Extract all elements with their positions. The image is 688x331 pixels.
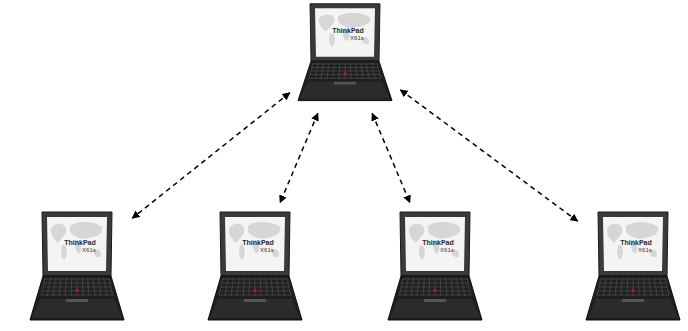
screen-logo: ThinkPadX61s <box>242 239 274 254</box>
trackpoint <box>343 72 346 75</box>
model-name: X61s <box>332 35 364 42</box>
keyboard <box>219 278 291 296</box>
laptop-base <box>586 276 680 320</box>
model-name: X61s <box>64 247 96 254</box>
palm-rest <box>300 82 390 99</box>
laptop-screen <box>315 8 375 56</box>
laptop-lid <box>42 212 112 276</box>
screen-logo: ThinkPadX61s <box>422 239 454 254</box>
laptop-screen <box>225 217 285 271</box>
laptop-lid <box>598 212 668 276</box>
brand-name: ThinkPad <box>242 239 274 247</box>
laptop-base <box>388 276 482 320</box>
palm-rest <box>390 299 480 318</box>
model-name: X61s <box>620 247 652 254</box>
screen-logo: ThinkPadX61s <box>332 27 364 42</box>
laptop-lid <box>310 4 380 61</box>
dashed-arrow <box>400 90 577 221</box>
trackpoint <box>253 288 256 291</box>
laptop-screen <box>603 217 663 271</box>
laptop-illustration <box>28 210 126 326</box>
brand-name: ThinkPad <box>64 239 96 247</box>
screen-map <box>319 13 370 46</box>
palm-rest <box>588 299 678 318</box>
screen-logo: ThinkPadX61s <box>64 239 96 254</box>
trackpoint <box>433 288 436 291</box>
laptop-node: ThinkPadX61s <box>386 210 484 326</box>
palm-rest <box>210 299 300 318</box>
laptop-illustration <box>206 210 304 326</box>
brand-name: ThinkPad <box>332 27 364 35</box>
palm-rest <box>32 299 122 318</box>
screen-map <box>409 222 460 259</box>
mouse-buttons <box>66 299 88 302</box>
laptop-node: ThinkPadX61s <box>206 210 304 326</box>
brand-name: ThinkPad <box>422 239 454 247</box>
dashed-arrow <box>280 113 318 202</box>
laptop-base <box>298 61 392 100</box>
model-name: X61s <box>422 247 454 254</box>
keyboard <box>309 63 381 79</box>
laptop-lid <box>400 212 470 276</box>
laptop-base <box>30 276 124 320</box>
laptop-node: ThinkPadX61s <box>584 210 682 326</box>
mouse-buttons <box>334 82 356 85</box>
mouse-buttons <box>424 299 446 302</box>
laptop-node: ThinkPadX61s <box>296 2 394 106</box>
mouse-buttons <box>244 299 266 302</box>
laptop-lid <box>220 212 290 276</box>
trackpoint <box>631 288 634 291</box>
screen-map <box>229 222 280 259</box>
laptop-illustration <box>296 2 394 106</box>
model-name: X61s <box>242 247 274 254</box>
screen-logo: ThinkPadX61s <box>620 239 652 254</box>
laptop-screen <box>47 217 107 271</box>
laptop-node: ThinkPadX61s <box>28 210 126 326</box>
keyboard <box>399 278 471 296</box>
laptop-screen <box>405 217 465 271</box>
screen-map <box>51 222 102 259</box>
keyboard <box>597 278 669 296</box>
brand-name: ThinkPad <box>620 239 652 247</box>
dashed-arrow <box>132 93 289 218</box>
dashed-arrow <box>372 113 410 202</box>
trackpoint <box>75 288 78 291</box>
mouse-buttons <box>622 299 644 302</box>
laptop-illustration <box>386 210 484 326</box>
keyboard <box>41 278 113 296</box>
laptop-illustration <box>584 210 682 326</box>
screen-map <box>607 222 658 259</box>
laptop-base <box>208 276 302 320</box>
